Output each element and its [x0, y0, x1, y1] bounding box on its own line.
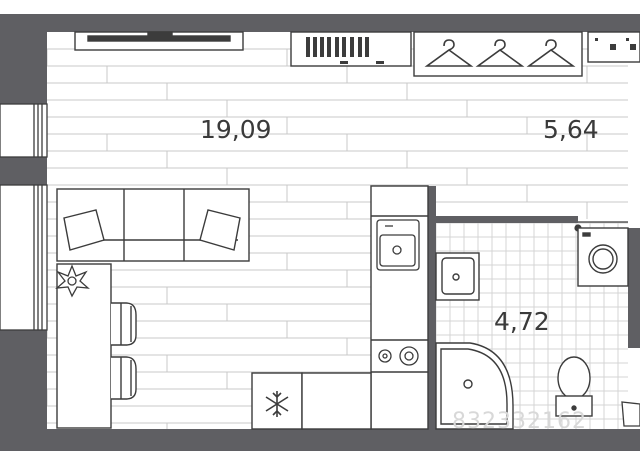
chair-lower [111, 356, 137, 400]
shower-tray [435, 342, 514, 430]
sofa [56, 188, 250, 262]
wall-bath-left [428, 186, 436, 429]
wall-left-upper [0, 14, 47, 104]
chair-upper [111, 302, 137, 346]
fridge [251, 372, 372, 430]
wall-right-stub [628, 228, 640, 348]
dining-table [55, 263, 112, 429]
window-upper [0, 103, 48, 158]
pillow-left [63, 209, 105, 251]
watermark: 832332162 [452, 409, 587, 434]
pillow-right [199, 209, 241, 251]
room-area-bathroom: 4,72 [494, 307, 550, 336]
tv-unit [74, 31, 244, 51]
bookshelf [290, 31, 412, 67]
wall-bath-top [428, 216, 578, 223]
wardrobe [413, 31, 583, 77]
wall-top [0, 14, 640, 32]
hanger-icon [424, 39, 576, 67]
room-area-hall: 5,64 [543, 115, 599, 144]
hall-shelf [587, 31, 640, 63]
wall-left-middle [0, 157, 47, 185]
walls [0, 14, 640, 451]
flower-icon [55, 264, 90, 298]
window-lower [0, 184, 48, 331]
room-area-living: 19,09 [200, 115, 272, 144]
toilet [555, 356, 593, 417]
snowflake-icon [265, 391, 289, 417]
bath-cabinet [621, 401, 640, 427]
wall-bottom [0, 429, 640, 451]
washing-machine [577, 227, 629, 287]
bathroom-sink [435, 252, 480, 301]
cooktop [378, 346, 419, 366]
kitchen-sink [376, 219, 420, 271]
wall-left-lower [0, 330, 47, 451]
